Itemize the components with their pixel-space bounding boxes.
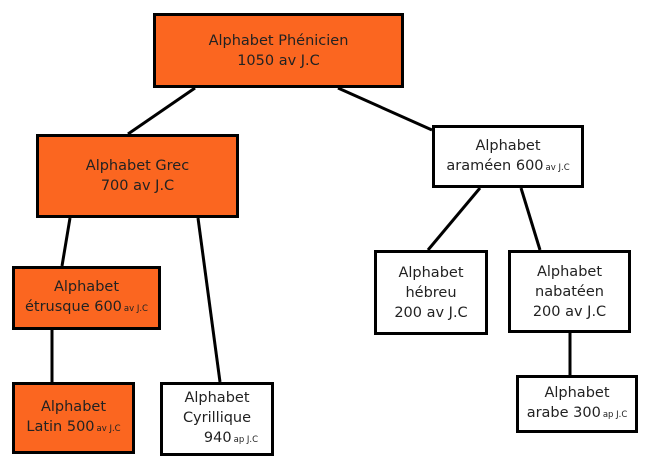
node-label: Alphabet Grec (85, 158, 190, 174)
edge-arameen-hebreu (426, 187, 482, 251)
node-alphabet-nabateen: Alphabet nabatéen 200 av J.C (508, 250, 631, 333)
edge-grec-cyrillique (196, 217, 222, 383)
node-date: Latin 500 (26, 419, 95, 435)
node-alphabet-phenicien: Alphabet Phénicien 1050 av J.C (153, 13, 404, 88)
node-label: Alphabet (475, 137, 541, 154)
era-label: av J.C (96, 424, 121, 434)
node-label: Alphabet Phénicien (208, 32, 349, 49)
node-label: Alphabet (40, 399, 107, 415)
node-label: Alphabet (184, 390, 250, 406)
era-label: ap J.C (233, 435, 259, 445)
node-name: nabatéen (535, 283, 604, 300)
edge-grec-etrusque (60, 217, 72, 267)
node-date: 700 av J.C (100, 178, 175, 194)
node-date: 200 av J.C (532, 303, 607, 320)
edge-phenicien-arameen (337, 86, 433, 132)
era-label: ap J.C (602, 410, 628, 420)
node-label: Alphabet (536, 263, 603, 280)
node-date: 940 (203, 430, 232, 446)
edge-phenicien-grec (127, 86, 196, 136)
node-label: Alphabet (53, 279, 120, 295)
node-label: Alphabet (544, 385, 610, 401)
node-date: araméen 600 (446, 157, 544, 174)
node-date: 1050 av J.C (237, 52, 320, 69)
node-alphabet-grec: Alphabet Grec 700 av J.C (36, 134, 239, 218)
node-alphabet-hebreu: Alphabet hébreu 200 av J.C (374, 250, 488, 335)
era-label: av J.C (545, 162, 570, 173)
node-name: hébreu (405, 284, 457, 301)
node-label: Alphabet (398, 264, 464, 281)
node-date: 200 av J.C (394, 304, 468, 321)
era-label: av J.C (123, 304, 148, 314)
node-name: Cyrillique (182, 410, 252, 426)
edge-arameen-nabateen (519, 187, 542, 251)
node-date: étrusque 600 (24, 299, 122, 315)
node-date: arabe 300 (526, 405, 601, 421)
